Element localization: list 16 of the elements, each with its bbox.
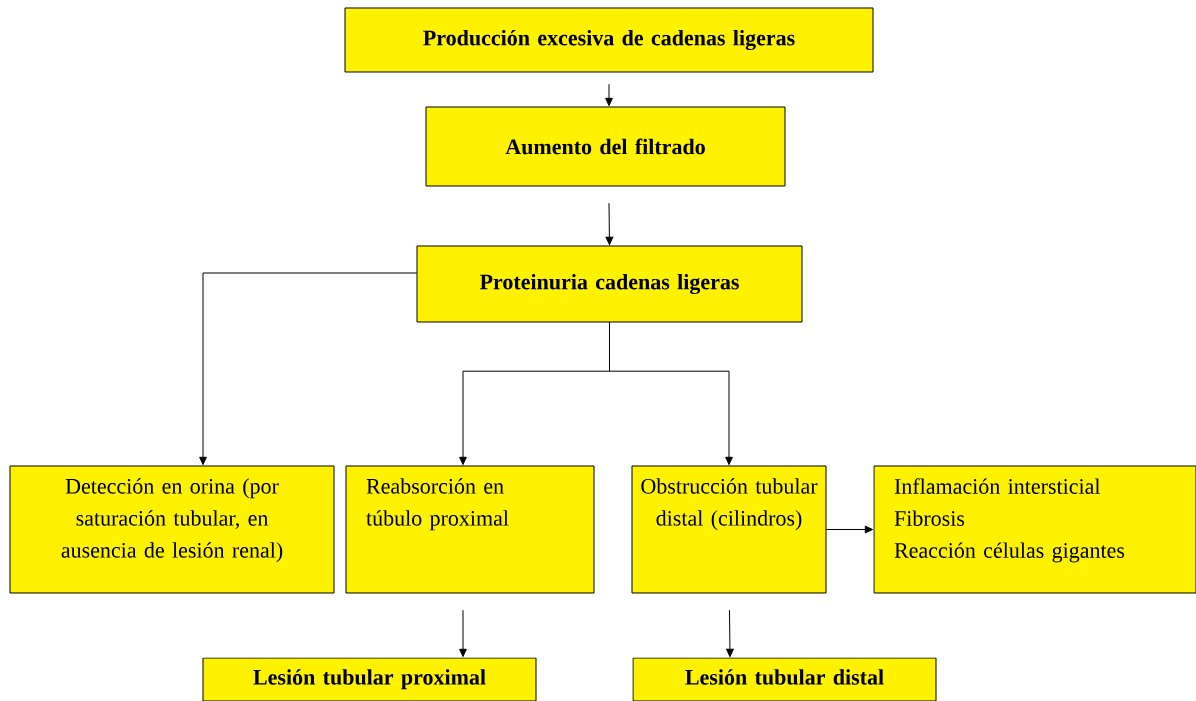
arrow <box>726 609 734 658</box>
arrow <box>605 83 613 107</box>
process-box: Reabsorción en túbulo proximal <box>345 465 595 594</box>
process-box: Lesión tubular proximal <box>202 657 537 701</box>
process-box: Inflamación intersticial Fibrosis Reacción células gigantes <box>873 465 1196 594</box>
process-box: Aumento del filtrado <box>425 106 786 187</box>
arrow <box>459 609 467 658</box>
arrow <box>825 525 874 534</box>
process-box: Proteinuria cadenas ligeras <box>416 245 803 323</box>
process-box: Lesión tubular distal <box>632 657 937 701</box>
arrow <box>609 321 733 466</box>
process-box: Obstrucción tubular distal (cilindros) <box>631 465 827 594</box>
process-box: Detección en orina (por saturación tubular, en ausencia de lesión renal) <box>9 465 335 594</box>
arrow <box>199 272 418 466</box>
arrow <box>605 202 614 246</box>
process-box: Producción excesiva de cadenas ligeras <box>344 7 874 73</box>
